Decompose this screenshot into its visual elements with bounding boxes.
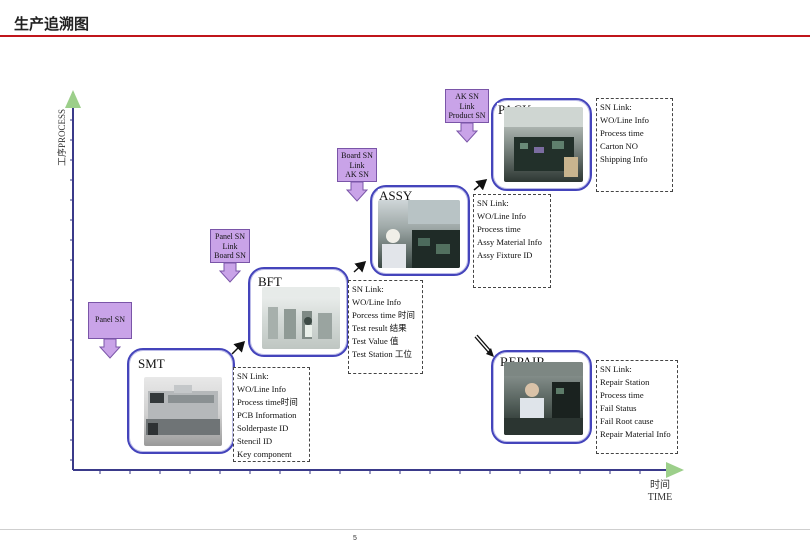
- bft-callout-arrow: [219, 263, 241, 283]
- smt-info-line: Stencil ID: [237, 436, 273, 446]
- bft-info-line: Test Station 工位: [352, 349, 413, 359]
- pack-callout-arrow: [456, 123, 478, 143]
- flow-arrow-smt-bft: [231, 340, 246, 355]
- assy-info-line: Assy Fixture ID: [477, 250, 533, 260]
- y-axis-label: 工序PROCESS: [57, 108, 67, 166]
- assy-callout-arrow: [346, 182, 368, 202]
- repair-info-line: Fail Status: [600, 403, 637, 413]
- stage-smt-title: SMT: [137, 356, 166, 371]
- pack-info-line: Process time: [600, 128, 644, 138]
- smt-callout-line: Panel SN: [95, 315, 125, 324]
- pack-info-line: Shipping Info: [600, 154, 648, 164]
- footer-divider: [0, 529, 810, 530]
- pack-info-box: SN Link: WO/Line Info Process time Carto…: [596, 98, 673, 192]
- assy-callout-line: AK SN: [345, 170, 369, 179]
- bft-callout-line: Panel SN: [215, 232, 245, 241]
- x-axis-label-cn: 时间: [650, 480, 670, 491]
- assy-info-line: Process time: [477, 224, 521, 234]
- bft-info-line: Test Value 值: [352, 336, 399, 346]
- stage-assy-title: ASSY: [378, 188, 414, 203]
- assy-worker-photo: [378, 200, 460, 268]
- x-axis-label: 时间 TIME: [640, 480, 680, 504]
- repair-info-box: SN Link: Repair Station Process time Fai…: [596, 360, 678, 454]
- smt-info-box: SN Link: WO/Line Info Process time时间 PCB…: [233, 367, 310, 462]
- page-title: 生产追溯图: [14, 15, 90, 33]
- bft-callout-line: Link: [222, 241, 238, 251]
- assy-callout-line: Board SN: [341, 151, 373, 160]
- pack-callout-line: AK SN: [455, 92, 479, 101]
- repair-info-line: Process time: [600, 390, 644, 400]
- pack-callout-line: Product SN: [448, 111, 486, 120]
- axis-ticks: [70, 119, 641, 474]
- smt-info-line: SN Link:: [237, 371, 269, 381]
- bft-info-box: SN Link: WO/Line Info Porcess time 时间 Te…: [348, 280, 423, 374]
- pack-info-line: SN Link:: [600, 102, 632, 112]
- assy-info-line: WO/Line Info: [477, 211, 526, 221]
- assy-info-line: Assy Material Info: [477, 237, 542, 247]
- repair-info-line: SN Link:: [600, 364, 632, 374]
- stage-bft-title: BFT: [257, 274, 283, 289]
- smt-machine-photo: [144, 377, 222, 446]
- header-divider: [0, 35, 810, 37]
- bft-callout-box: Panel SN Link Board SN: [210, 229, 250, 263]
- repair-info-line: Repair Material Info: [600, 429, 671, 439]
- smt-info-line: PCB Information: [237, 410, 297, 420]
- assy-callout-line: Link: [349, 160, 365, 170]
- bft-info-line: Porcess time 时间: [352, 310, 416, 320]
- pack-info-line: Carton NO: [600, 141, 638, 151]
- pack-callout: AK SN Link Product SN: [445, 89, 489, 143]
- pack-callout-line: Link: [459, 101, 475, 111]
- repair-info-line: Repair Station: [600, 377, 650, 387]
- assy-info-line: SN Link:: [477, 198, 509, 208]
- bft-info-line: WO/Line Info: [352, 297, 401, 307]
- bft-callout: Panel SN Link Board SN: [210, 229, 250, 283]
- page-number: 5: [353, 535, 357, 542]
- smt-callout-arrow: [99, 339, 121, 359]
- smt-callout-box: Panel SN: [88, 302, 132, 339]
- assy-info-box: SN Link: WO/Line Info Process time Assy …: [473, 194, 551, 288]
- x-axis-label-en: TIME: [647, 492, 673, 503]
- bft-info-line: SN Link:: [352, 284, 384, 294]
- pack-station-photo: [504, 107, 583, 182]
- repair-info-line: Fail Root cause: [600, 416, 654, 426]
- smt-info-line: Key component: [237, 449, 292, 459]
- smt-info-line: Solderpaste ID: [237, 423, 289, 433]
- repair-station-photo: [504, 362, 583, 435]
- pack-info-line: WO/Line Info: [600, 115, 649, 125]
- smt-callout: Panel SN: [88, 302, 132, 359]
- flow-arrow-assy-repair: [474, 334, 494, 357]
- bft-info-line: Test result 结果: [352, 323, 407, 333]
- flow-arrow-bft-assy: [353, 260, 367, 273]
- pack-callout-box: AK SN Link Product SN: [445, 89, 489, 123]
- assy-callout: Board SN Link AK SN: [337, 148, 377, 202]
- bft-callout-line: Board SN: [214, 251, 246, 260]
- flow-arrow-assy-pack: [473, 179, 488, 191]
- smt-info-line: Process time时间: [237, 397, 298, 407]
- smt-info-line: WO/Line Info: [237, 384, 286, 394]
- assy-callout-box: Board SN Link AK SN: [337, 148, 377, 182]
- bft-line-photo: [262, 287, 340, 349]
